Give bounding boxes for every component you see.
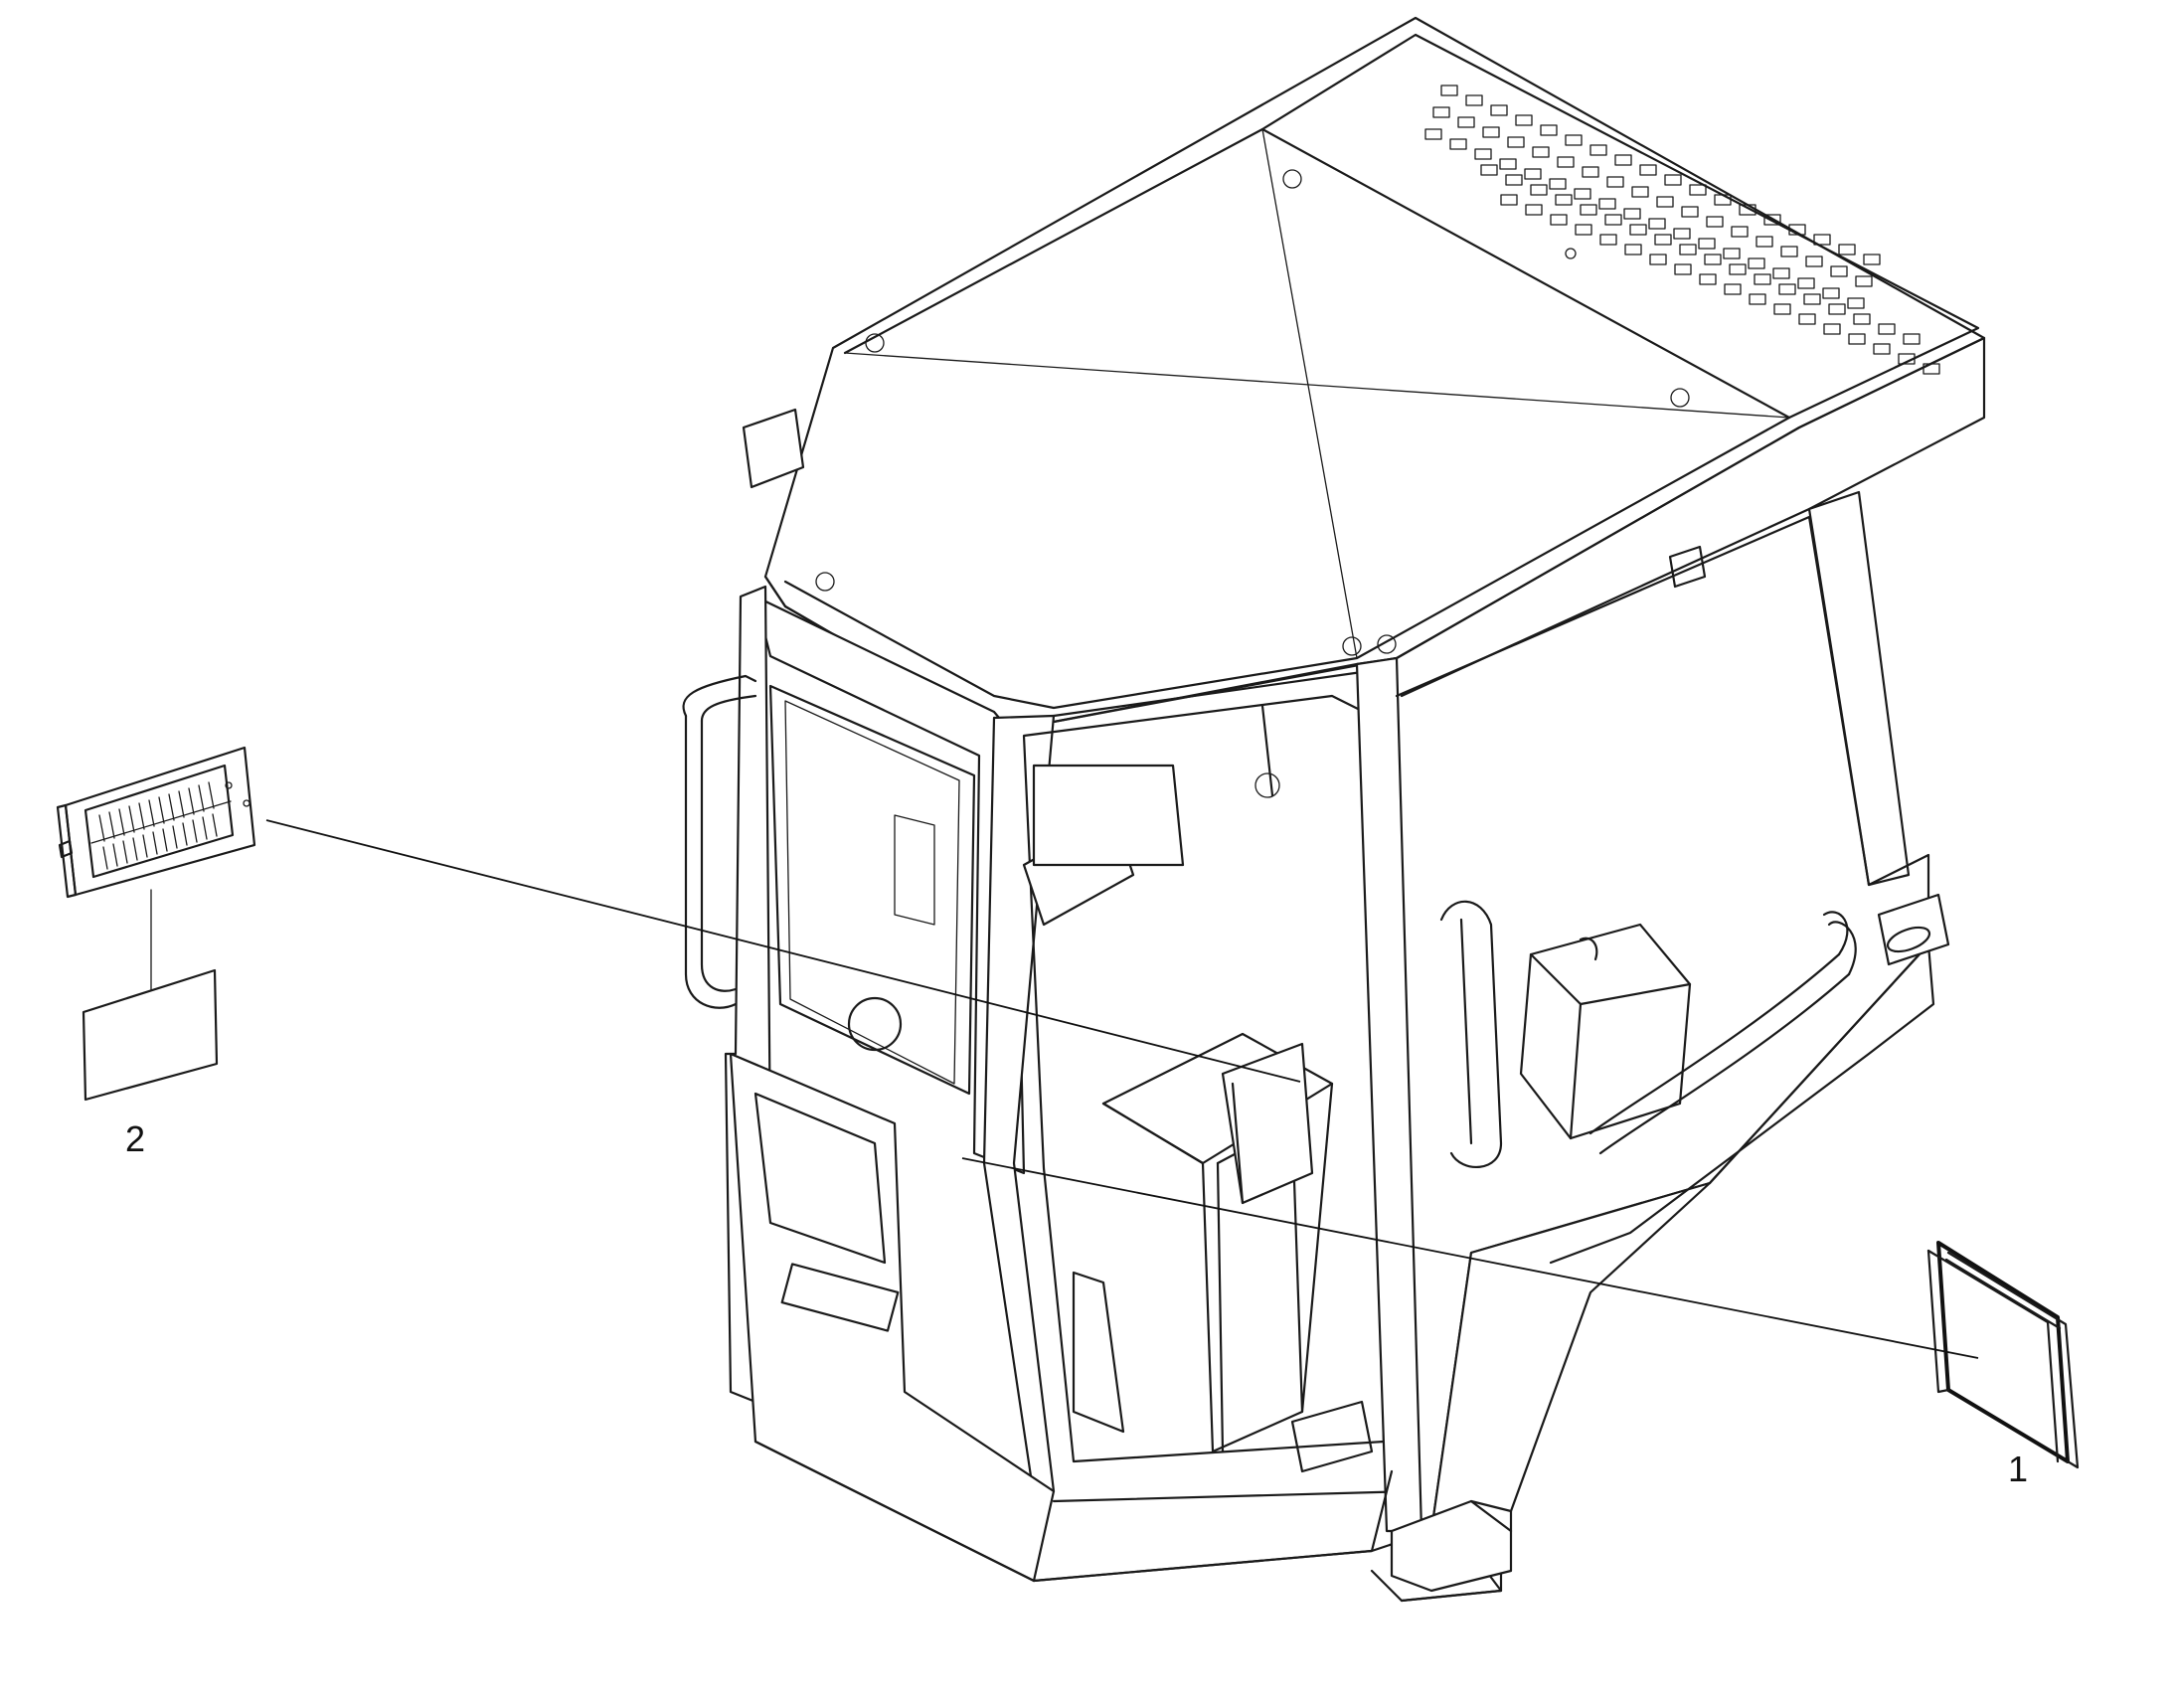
grille-slats [90,781,232,870]
callout-label-1: 1 [2008,1449,2028,1489]
callout-leaders [265,819,1979,1359]
roof-bolts [815,169,1690,656]
part-2-decal-sheet [82,889,219,1102]
cab-roof [742,16,1986,724]
callout-label-2: 2 [125,1118,145,1159]
cab-interior [682,545,1950,1593]
part-2-grille-panel [56,746,256,899]
roof-vent-grid [1424,85,1940,375]
part-1-window-panel [1926,1241,2080,1469]
